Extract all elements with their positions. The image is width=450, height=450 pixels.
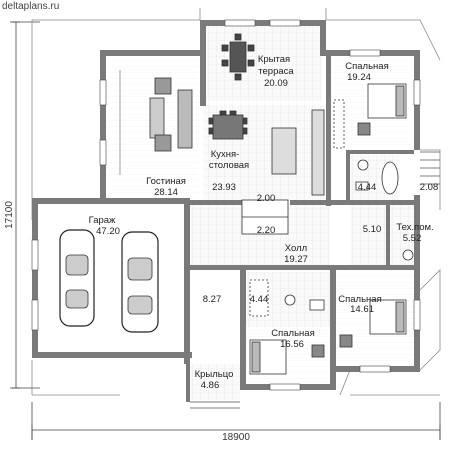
porch-floor [186,364,240,400]
bed2-icon [249,339,325,375]
terrace-table-icon [221,33,255,81]
site-outline [31,8,441,396]
bedroom1-area: 19.24 [347,72,371,83]
hall-area: 19.27 [284,254,308,265]
garage-area: 47.20 [96,226,120,237]
car-icon [59,229,159,333]
closet1-area: 2.08 [420,182,439,193]
toilet-icon [249,279,325,317]
bed3-icon [339,299,407,348]
boiler-icon [402,249,414,261]
bedroom2-name: Спальная [271,328,314,339]
terrace-name2: терраса [258,66,294,77]
kitchen-name1: Кухня- [211,149,240,160]
closet3-area: 2.20 [257,225,276,236]
kitchen-area: 23.93 [212,182,236,193]
dimension-lines [10,21,441,440]
kitchen-island-icon [271,127,297,175]
bedroom1-name: Спальная [345,61,388,72]
furniture [59,33,440,409]
bathtub-icon [355,159,399,195]
bedroom3-name: Спальная [338,294,381,305]
windows [31,19,421,391]
bedroom2-area: 16.56 [280,339,304,350]
living-name: Гостиная [146,176,186,187]
depth-dimension: 17100 [4,201,15,229]
room827-area: 8.27 [203,294,222,305]
kitchen-name2: столовая [209,160,249,171]
hall-name: Холл [285,243,307,254]
width-dimension: 18900 [222,432,250,443]
bedroom3-area: 14.61 [350,304,374,315]
bed-icon [333,83,407,149]
dining-table-icon [208,110,248,140]
sofa-icon [119,70,193,175]
bath2-area: 4.44 [250,294,269,305]
room510-floor [350,205,390,265]
porch-area: 4.86 [201,380,220,391]
porch-steps-icon [190,401,240,409]
terrace-area: 20.09 [264,78,288,89]
room510-area: 5.10 [363,224,382,235]
garage-name: Гараж [89,215,116,226]
porch-name: Крыльцо [195,369,234,380]
tech-name: Тех.пом. [396,222,433,233]
living-area: 28.14 [154,187,178,198]
closet2-area: 2.00 [257,193,276,204]
terrace-name1: Крытая [258,54,290,65]
room-labels: Крытая терраса 20.09 Спальная 19.24 Гост… [89,54,439,391]
steps-icon [420,151,440,185]
bath1-area: 4.44 [358,182,377,193]
kitchen-counter-icon [311,109,325,196]
tech-area: 5.52 [403,233,422,244]
site-watermark: deltaplans.ru [2,1,60,12]
